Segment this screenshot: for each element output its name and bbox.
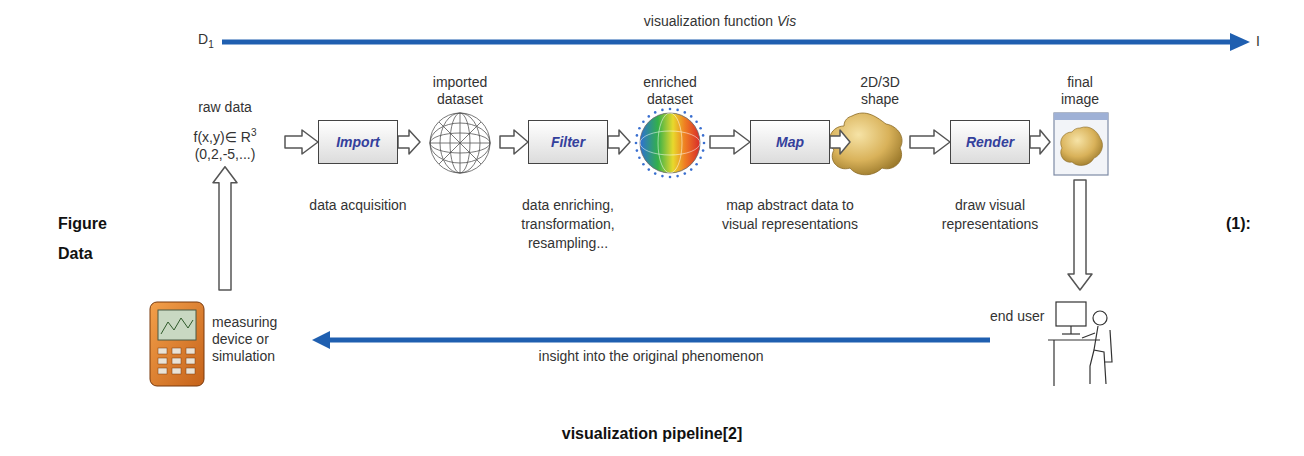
stage-heading: 2D/3D shape xyxy=(850,74,910,108)
flow-arrow xyxy=(1030,130,1050,154)
label-group: visualization pipeline[2] xyxy=(562,424,742,443)
text-line: raw data xyxy=(165,99,285,116)
end-user: end user xyxy=(990,290,1122,390)
side-text: measuring device or simulation xyxy=(212,314,306,365)
label-group: Data xyxy=(58,244,93,263)
label: visualization function xyxy=(644,13,773,29)
end-user-figure xyxy=(1048,302,1112,386)
stage-name: Filter xyxy=(551,134,585,151)
stage-name: Import xyxy=(336,134,380,151)
flow-arrow xyxy=(285,130,318,154)
label: Vis xyxy=(777,13,796,29)
label-group: I xyxy=(1256,32,1260,51)
process-box: Filter xyxy=(528,120,608,164)
label: map abstract data to visual representati… xyxy=(722,197,858,232)
feedback-arrow xyxy=(312,331,990,349)
formula: f(x,y)∈ R xyxy=(194,129,251,145)
label-group: map abstract data to visual representati… xyxy=(712,196,868,234)
text-line: (0,2,-5,...) xyxy=(165,146,285,163)
stage-heading: final image xyxy=(1050,74,1110,108)
label-group: draw visual representations xyxy=(922,196,1058,234)
wireframe-sphere xyxy=(430,113,490,173)
final-image-picture xyxy=(1054,113,1108,175)
label-group: data acquisition xyxy=(293,196,423,215)
label: (1): xyxy=(1226,215,1251,232)
shape-picture: 2D/3D shape xyxy=(850,74,910,180)
label-group: D1 xyxy=(198,30,214,54)
data-source: measuring device or simulation xyxy=(140,290,312,395)
flow-arrow xyxy=(398,130,420,154)
label: data enriching, transformation, resampli… xyxy=(521,197,614,251)
flow-arrow xyxy=(710,130,750,154)
visualization-function-arrow xyxy=(222,33,1250,51)
side-text: end user xyxy=(990,308,1048,325)
label: I xyxy=(1256,33,1260,49)
flow-arrow xyxy=(608,130,630,154)
raw-data: raw dataf(x,y)∈ R3(0,2,-5,...) xyxy=(165,95,285,167)
data-heading: raw data xyxy=(198,99,252,115)
exponent: 3 xyxy=(251,127,257,138)
dataset-picture: enriched dataset xyxy=(630,74,710,180)
label: visualization pipeline[2] xyxy=(562,425,742,442)
shape-blob xyxy=(829,113,902,175)
text-line: f(x,y)∈ R3 xyxy=(165,124,285,146)
flow-arrow xyxy=(500,130,528,154)
edge-label: insight into the original phenomenon xyxy=(536,348,767,365)
measuring-device-picture xyxy=(150,302,204,386)
stage-name: Render xyxy=(966,134,1014,151)
label-group: (1): xyxy=(1226,214,1251,233)
process-box: Render xyxy=(950,120,1030,164)
label: Data xyxy=(58,245,93,262)
flow-arrow xyxy=(910,130,950,154)
data-values: (0,2,-5,...) xyxy=(195,146,256,162)
dataset-picture: imported dataset xyxy=(420,74,500,180)
process-box: Import xyxy=(318,120,398,164)
flow-arrow xyxy=(213,167,237,290)
stage-heading: imported dataset xyxy=(420,74,500,108)
label-group: Figure xyxy=(58,214,107,233)
label-group: visualization functionVis xyxy=(644,12,796,31)
subscript: 1 xyxy=(208,39,214,50)
stage-heading: enriched dataset xyxy=(630,74,710,108)
image-picture: final image xyxy=(1050,74,1110,180)
flow-arrow xyxy=(1068,180,1092,290)
label: Figure xyxy=(58,215,107,232)
label: data acquisition xyxy=(309,197,406,213)
process-box: Map xyxy=(750,120,830,164)
stage-name: Map xyxy=(776,134,804,151)
colored-sphere xyxy=(635,108,706,179)
flow-arrow xyxy=(830,130,850,154)
label-group: data enriching, transformation, resampli… xyxy=(506,196,630,253)
label: draw visual representations xyxy=(942,197,1039,232)
label: D xyxy=(198,31,208,47)
